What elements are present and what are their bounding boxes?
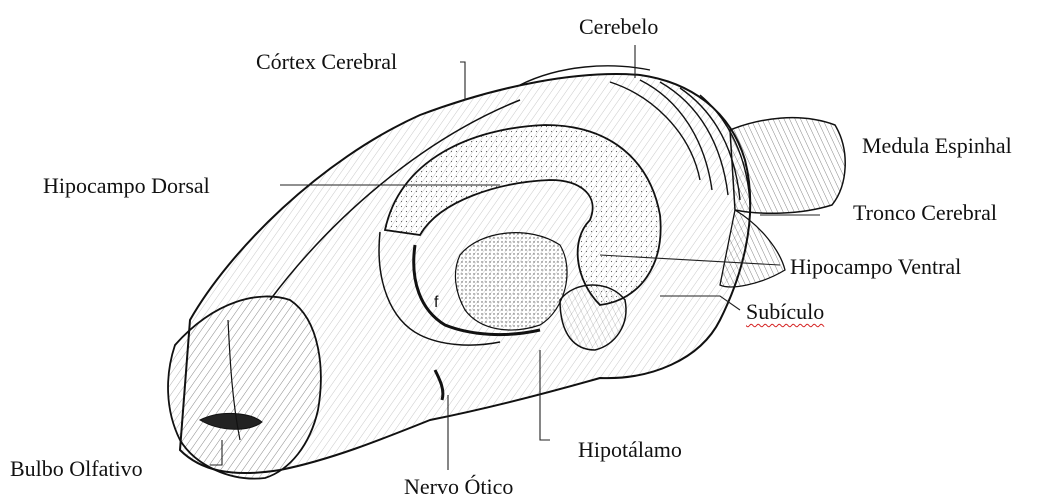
label-hipocampo-ventral: Hipocampo Ventral [790, 256, 961, 278]
label-bulbo-olfativo: Bulbo Olfativo [10, 458, 143, 480]
label-subiculo: Subículo [746, 301, 824, 323]
hypothalamus-shape [455, 233, 567, 330]
label-cerebelo: Cerebelo [579, 16, 658, 38]
label-cortex-cerebral: Córtex Cerebral [256, 51, 397, 73]
fornix-letter: f [434, 294, 439, 311]
label-medula-espinhal: Medula Espinhal [862, 135, 1012, 157]
label-hipotalamo: Hipotálamo [578, 439, 682, 461]
label-tronco-cerebral: Tronco Cerebral [853, 202, 997, 224]
label-hipocampo-dorsal: Hipocampo Dorsal [43, 175, 210, 197]
label-nervo-otico: Nervo Ótico [404, 476, 513, 498]
